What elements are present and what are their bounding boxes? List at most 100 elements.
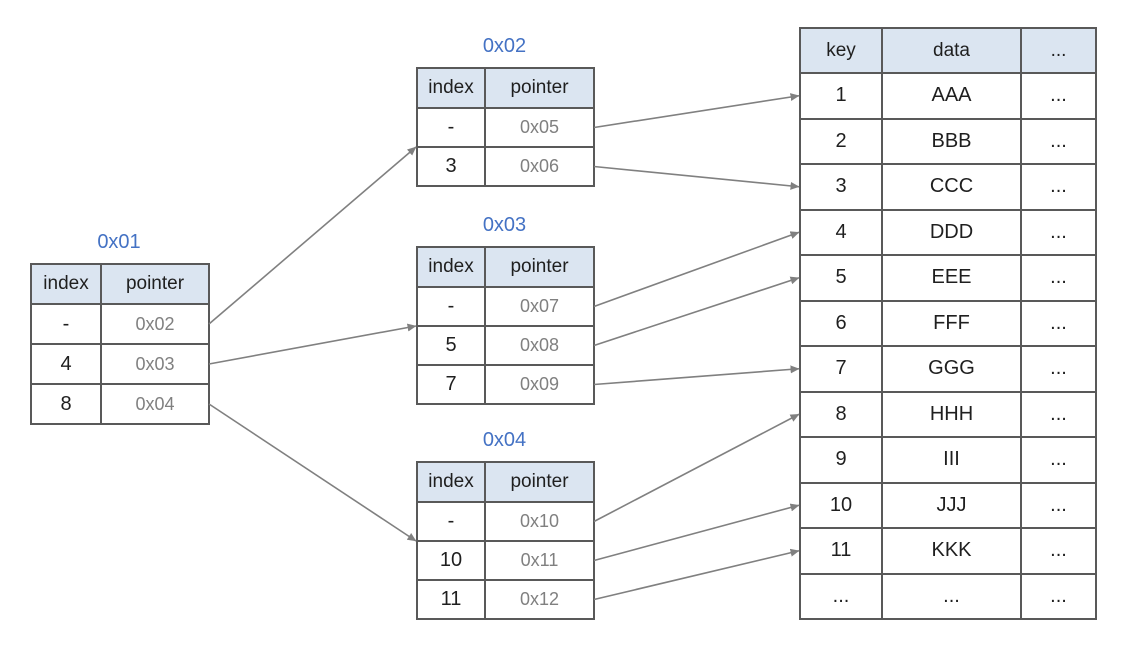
data-cell: EEE [881, 254, 1022, 302]
index-cell: - [30, 303, 102, 345]
index-cell: 8 [30, 383, 102, 425]
table-row: 6 FFF ... [799, 299, 1097, 347]
index-column-header: index [30, 263, 102, 305]
more-cell: ... [1020, 117, 1097, 165]
key-cell: 1 [799, 72, 883, 120]
index-node-0x04: 0x04 index pointer - 0x10 10 0x11 11 0 [416, 427, 595, 620]
data-cell: FFF [881, 299, 1022, 347]
table-row: 11 KKK ... [799, 527, 1097, 575]
table-row: - 0x07 [416, 286, 595, 327]
more-cell: ... [1020, 254, 1097, 302]
pointer-arrow [208, 323, 417, 365]
table-row: 10 0x11 [416, 540, 595, 581]
table-header-row: index pointer [30, 263, 210, 305]
key-cell: 7 [799, 345, 883, 393]
key-cell: 5 [799, 254, 883, 302]
table-row: - 0x02 [30, 303, 210, 345]
data-cell: III [881, 436, 1022, 484]
pointer-cell: 0x10 [484, 501, 595, 542]
index-node-0x03: 0x03 index pointer - 0x07 5 0x08 7 0x0 [416, 212, 595, 405]
data-cell: AAA [881, 72, 1022, 120]
pointer-cell: 0x12 [484, 579, 595, 620]
index-cell: 7 [416, 364, 486, 405]
pointer-cell: 0x03 [100, 343, 210, 385]
index-cell: 3 [416, 146, 486, 187]
index-pointer-table: index pointer - 0x05 3 0x06 [416, 67, 595, 187]
table-row: - 0x10 [416, 501, 595, 542]
table-row: - 0x05 [416, 107, 595, 148]
table-row: 5 0x08 [416, 325, 595, 366]
table-row: 3 CCC ... [799, 163, 1097, 211]
pointer-arrow [593, 93, 800, 129]
table-row: 4 0x03 [30, 343, 210, 385]
key-cell: 10 [799, 481, 883, 529]
leaf-data-table-node: key data ... 1 AAA ... 2 BBB ... 3 CCC [799, 27, 1097, 620]
data-cell: JJJ [881, 481, 1022, 529]
index-cell: 5 [416, 325, 486, 366]
table-row: 2 BBB ... [799, 117, 1097, 165]
index-node-0x02: 0x02 index pointer - 0x05 3 0x06 [416, 33, 595, 187]
data-cell: CCC [881, 163, 1022, 211]
table-row: 3 0x06 [416, 146, 595, 187]
data-cell: KKK [881, 527, 1022, 575]
table-header-row: key data ... [799, 27, 1097, 74]
pointer-arrow [593, 503, 800, 562]
more-cell: ... [1020, 572, 1097, 620]
more-cell: ... [1020, 72, 1097, 120]
pointer-column-header: pointer [484, 461, 595, 503]
pointer-arrow [593, 548, 800, 601]
data-cell: DDD [881, 208, 1022, 256]
table-row: 7 GGG ... [799, 345, 1097, 393]
more-cell: ... [1020, 345, 1097, 393]
data-cell: ... [881, 572, 1022, 620]
index-cell: 11 [416, 579, 486, 620]
table-row: 8 0x04 [30, 383, 210, 425]
key-cell: 3 [799, 163, 883, 211]
index-node-0x01: 0x01 index pointer - 0x02 4 0x03 8 0x0 [30, 229, 210, 425]
key-cell: 4 [799, 208, 883, 256]
data-column-header: data [881, 27, 1022, 74]
table-row: 9 III ... [799, 436, 1097, 484]
more-cell: ... [1020, 436, 1097, 484]
more-cell: ... [1020, 299, 1097, 347]
table-header-row: index pointer [416, 246, 595, 288]
key-cell: 9 [799, 436, 883, 484]
pointer-cell: 0x08 [484, 325, 595, 366]
table-header-row: index pointer [416, 67, 595, 109]
more-cell: ... [1020, 163, 1097, 211]
index-pointer-table: index pointer - 0x07 5 0x08 7 0x09 [416, 246, 595, 405]
data-cell: BBB [881, 117, 1022, 165]
data-cell: HHH [881, 390, 1022, 438]
pointer-arrow [208, 403, 417, 542]
data-cell: GGG [881, 345, 1022, 393]
index-pointer-table: index pointer - 0x02 4 0x03 8 0x04 [30, 263, 210, 425]
key-cell: 6 [799, 299, 883, 347]
index-column-header: index [416, 461, 486, 503]
key-cell: ... [799, 572, 883, 620]
pointer-cell: 0x07 [484, 286, 595, 327]
pointer-arrow [593, 413, 800, 523]
pointer-arrow [593, 365, 800, 386]
table-row: 1 AAA ... [799, 72, 1097, 120]
key-data-table: key data ... 1 AAA ... 2 BBB ... 3 CCC [799, 27, 1097, 620]
more-columns-header: ... [1020, 27, 1097, 74]
node-title: 0x01 [97, 231, 141, 253]
more-cell: ... [1020, 527, 1097, 575]
index-cell: - [416, 107, 486, 148]
pointer-cell: 0x04 [100, 383, 210, 425]
pointer-cell: 0x06 [484, 146, 595, 187]
pointer-cell: 0x09 [484, 364, 595, 405]
table-row: 5 EEE ... [799, 254, 1097, 302]
index-cell: - [416, 286, 486, 327]
table-row: 11 0x12 [416, 579, 595, 620]
pointer-cell: 0x05 [484, 107, 595, 148]
node-title: 0x02 [482, 35, 527, 57]
index-pointer-table: index pointer - 0x10 10 0x11 11 0x12 [416, 461, 595, 620]
index-column-header: index [416, 246, 486, 288]
pointer-cell: 0x02 [100, 303, 210, 345]
node-title: 0x03 [482, 214, 527, 236]
pointer-arrow [208, 146, 417, 325]
more-cell: ... [1020, 481, 1097, 529]
index-cell: 10 [416, 540, 486, 581]
